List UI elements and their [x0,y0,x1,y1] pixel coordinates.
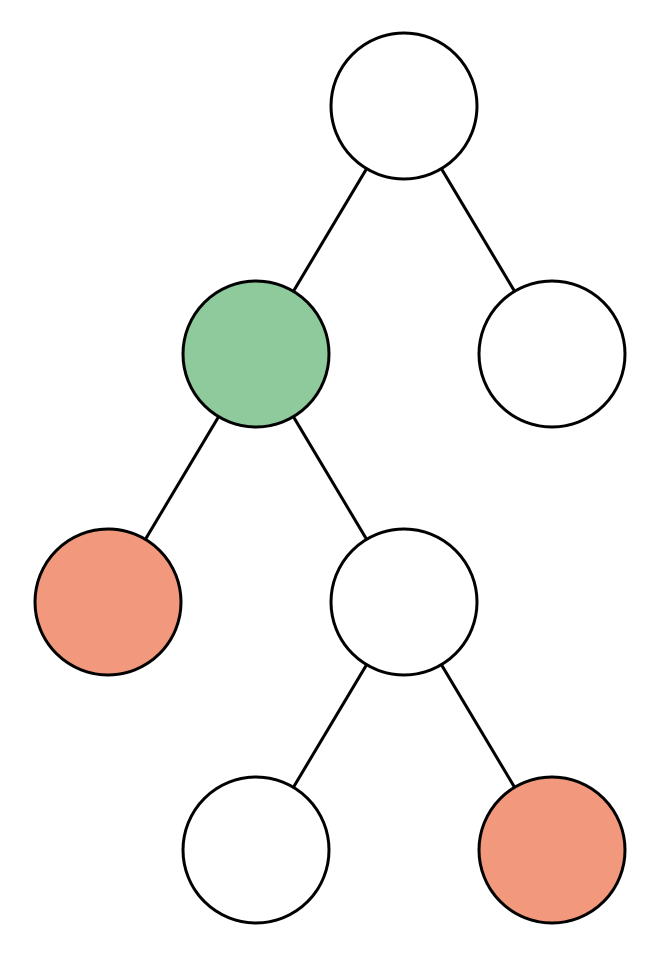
node-left-right-left-leaf [181,775,331,925]
node-right-child [477,279,627,429]
edge-left-child-to-left-left-leaf [144,415,220,541]
node-root [329,31,479,181]
node-left-right-child [329,527,479,677]
tree-nodes [33,31,627,925]
edge-root-to-left-child [292,167,368,293]
edge-left-right-child-to-left-right-left-leaf [292,663,368,789]
node-left-right-right-leaf [477,775,627,925]
edge-root-to-right-child [440,167,516,293]
tree-edges [144,167,516,789]
edge-left-right-child-to-left-right-right-leaf [440,663,516,789]
node-left-child [181,279,331,429]
edge-left-child-to-left-right-child [292,415,368,541]
node-left-left-leaf [33,527,183,677]
